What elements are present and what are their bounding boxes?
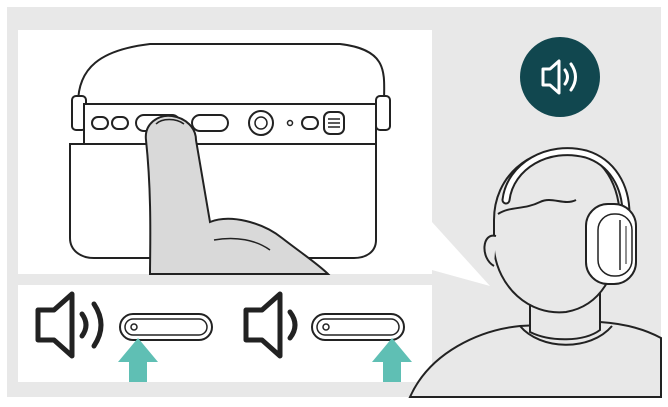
- headband-closeup-card: [18, 30, 432, 274]
- usb-port: [192, 115, 228, 131]
- right-hinge: [376, 96, 390, 130]
- strip-button-1: [92, 117, 108, 129]
- led-indicator: [288, 121, 293, 126]
- strip-button-2: [112, 117, 128, 129]
- volume-button-left: [120, 314, 212, 340]
- strip-button-3: [302, 117, 318, 129]
- volume-button-right: [312, 314, 404, 340]
- speaker-volume-icon-badge: [520, 37, 600, 117]
- volume-buttons-card: [18, 285, 432, 382]
